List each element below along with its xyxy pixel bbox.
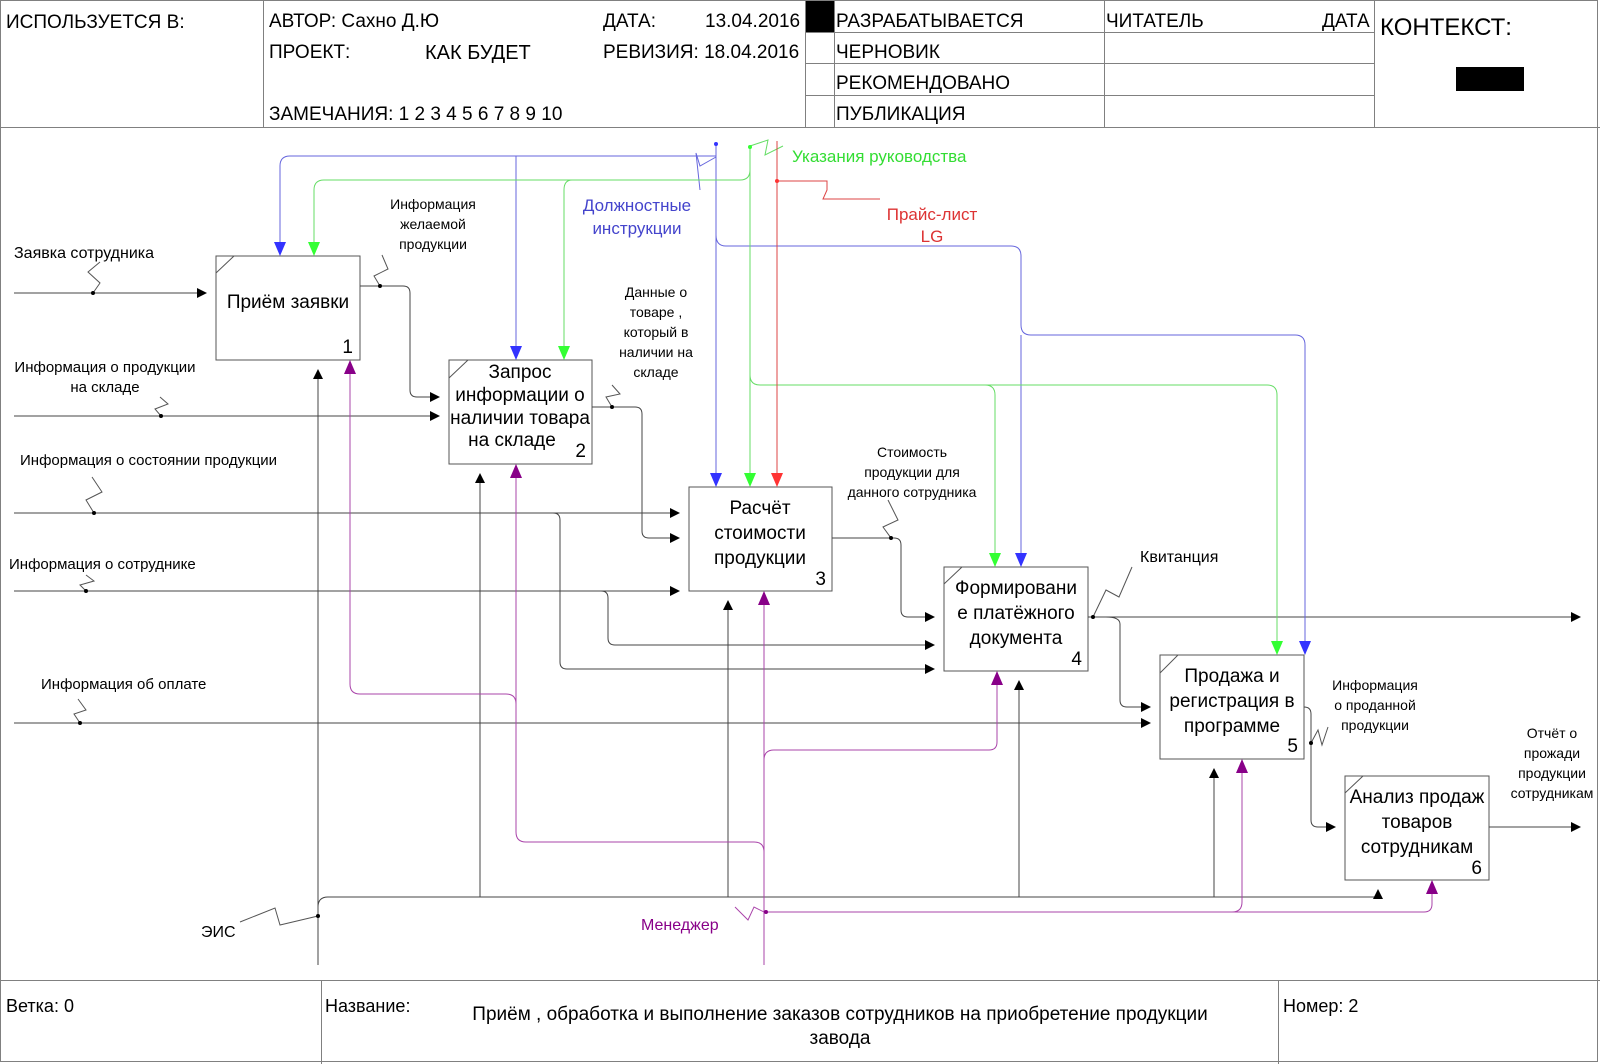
date-value: 13.04.2016 xyxy=(705,11,801,32)
label-eis: ЭИС xyxy=(201,924,236,941)
reader-date-label: ДАТА xyxy=(1322,11,1370,32)
label-request: Заявка сотрудника xyxy=(14,245,154,262)
box-6-title-line-1: Анализ продаж xyxy=(1350,787,1485,808)
box-4-title-line-3: документа xyxy=(970,628,1063,649)
author-label: АВТОР: Сахно Д.Ю xyxy=(269,11,440,32)
label-receipt: Квитанция xyxy=(1140,549,1218,566)
active-status-marker xyxy=(806,1,834,32)
context-label: КОНТЕКСТ: xyxy=(1380,14,1512,41)
footer-divider xyxy=(0,980,1600,981)
project-label: ПРОЕКТ: xyxy=(269,42,351,63)
box-1-title: Приём заявки xyxy=(227,292,349,313)
diagram-title-line-1: Приём , обработка и выполнение заказов с… xyxy=(472,1004,1208,1025)
node-label: Ветка: 0 xyxy=(6,996,74,1016)
notes-label: ЗАМЕЧАНИЯ: 1 2 3 4 5 6 7 8 9 10 xyxy=(269,104,563,125)
revision-label: РЕВИЗИЯ: 18.04.2016 xyxy=(603,42,800,63)
label-employee-info: Информация о сотруднике xyxy=(9,556,196,573)
footer-divider-2 xyxy=(1278,980,1279,1064)
title-label: Название: xyxy=(325,996,411,1016)
box-5-number: 5 xyxy=(1287,736,1298,757)
box-4-title-line-2: е платёжного xyxy=(957,603,1075,624)
box-2-title-line-1: Запрос xyxy=(489,362,552,383)
status-draft: ЧЕРНОВИК xyxy=(836,42,940,63)
diagram-title: Приём , обработка и выполнение заказов с… xyxy=(440,1003,1240,1051)
box-3-title-line-2: стоимости xyxy=(714,523,806,544)
arrow-sold-info xyxy=(1303,706,1336,832)
status-publication: ПУБЛИКАЦИЯ xyxy=(836,104,966,125)
arrow-desired-product xyxy=(360,285,440,402)
label-cost-3: данного сотрудника xyxy=(848,484,977,500)
label-cost-1: Стоимость xyxy=(877,444,947,460)
header-block: ИСПОЛЬЗУЕТСЯ В: АВТОР: Сахно Д.Ю ПРОЕКТ:… xyxy=(0,0,1600,128)
box-4-title-line-1: Формировани xyxy=(955,578,1077,599)
label-desired-product-1: Информация xyxy=(390,196,476,212)
label-instructions-2: инструкции xyxy=(592,219,681,238)
label-report-1: Отчёт о xyxy=(1527,725,1578,741)
box-3-title-line-1: Расчёт xyxy=(729,498,790,519)
label-report-2: прожади xyxy=(1524,745,1580,761)
activity-box-4[interactable]: Формировани е платёжного документа 4 xyxy=(943,566,1089,672)
box-2-number: 2 xyxy=(575,441,586,462)
label-sold-info-3: продукции xyxy=(1341,717,1409,733)
box-1-number: 1 xyxy=(342,337,353,358)
box-6-title-line-2: товаров xyxy=(1382,812,1453,833)
activity-box-6[interactable]: Анализ продаж товаров сотрудникам 6 xyxy=(1344,775,1490,881)
box-2-title-line-2: информации о xyxy=(455,385,584,406)
diagram-title-line-2: завода xyxy=(809,1028,871,1049)
status-recommended: РЕКОМЕНДОВАНО xyxy=(836,73,1011,94)
used-in-label: ИСПОЛЬЗУЕТСЯ В: xyxy=(6,12,185,33)
date-label: ДАТА: xyxy=(603,11,656,32)
label-stock-data-1: Данные о xyxy=(625,284,687,300)
label-management: Указания руководства xyxy=(792,147,967,166)
context-thumbnail xyxy=(1456,67,1524,91)
footer-divider-1 xyxy=(321,980,322,1064)
number-label: Номер: 2 xyxy=(1283,996,1359,1016)
box-5-title-line-2: регистрация в xyxy=(1169,691,1294,712)
label-cost-2: продукции для xyxy=(864,464,960,480)
label-desired-product-3: продукции xyxy=(399,236,467,252)
box-5-title-line-3: программе xyxy=(1184,716,1280,737)
label-pricelist-2: LG xyxy=(921,227,944,246)
label-report-3: продукции xyxy=(1518,765,1586,781)
activity-box-3[interactable]: Расчёт стоимости продукции 3 xyxy=(688,486,833,592)
arrow-cost xyxy=(832,537,935,622)
label-stock-data-5: складе xyxy=(633,364,678,380)
box-2-title-line-3: наличии товара xyxy=(450,408,590,429)
box-5-title-line-1: Продажа и xyxy=(1184,666,1279,687)
label-state-info: Информация о состоянии продукции xyxy=(20,452,277,469)
label-stock-info-2: на складе xyxy=(70,379,139,396)
label-sold-info-1: Информация xyxy=(1332,677,1418,693)
label-report-4: сотрудникам xyxy=(1511,785,1594,801)
box-3-title-line-3: продукции xyxy=(714,548,806,569)
activity-box-1[interactable]: Приём заявки 1 xyxy=(215,255,361,361)
box-3-number: 3 xyxy=(815,569,826,590)
label-sold-info-2: о проданной xyxy=(1334,697,1416,713)
label-stock-data-2: товаре , xyxy=(630,304,682,320)
activity-box-5[interactable]: Продажа и регистрация в программе 5 xyxy=(1159,654,1305,760)
project-value: КАК БУДЕТ xyxy=(425,42,531,64)
label-instructions-1: Должностные xyxy=(583,196,691,215)
box-4-number: 4 xyxy=(1071,649,1082,670)
label-stock-info-1: Информация о продукции xyxy=(14,359,195,376)
status-working: РАЗРАБАТЫВАЕТСЯ xyxy=(836,11,1024,32)
label-manager: Менеджер xyxy=(641,917,719,934)
activity-box-2[interactable]: Запрос информации о наличии товара на ск… xyxy=(448,359,593,465)
reader-label: ЧИТАТЕЛЬ xyxy=(1106,11,1204,32)
box-6-title-line-3: сотрудникам xyxy=(1361,837,1473,858)
box-2-title-line-4: на складе xyxy=(468,430,556,451)
label-stock-data-3: который в xyxy=(624,324,689,340)
label-pricelist-1: Прайс-лист xyxy=(887,205,978,224)
label-desired-product-2: желаемой xyxy=(400,216,466,232)
box-6-number: 6 xyxy=(1471,858,1482,879)
label-payment-info: Информация об оплате xyxy=(41,676,206,693)
arrow-stock-data xyxy=(592,406,680,543)
label-stock-data-4: наличии на xyxy=(619,344,693,360)
